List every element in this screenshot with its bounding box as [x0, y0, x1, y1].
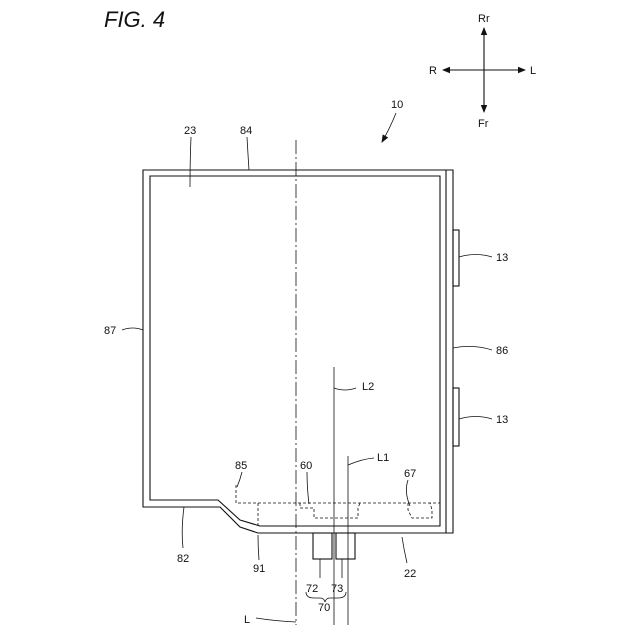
direction-compass: Rr Fr R L: [429, 13, 536, 130]
figure-title: FIG. 4: [104, 7, 165, 32]
bracket-13-upper: [453, 230, 459, 286]
leader-13-lower: [459, 417, 492, 420]
compass-label-r: R: [429, 65, 437, 77]
label-70: 70: [318, 602, 330, 614]
leader-13-upper: [459, 255, 492, 258]
leader-82: [182, 507, 184, 548]
label-86: 86: [496, 345, 508, 357]
label-22: 22: [404, 568, 416, 580]
leader-60: [307, 472, 309, 504]
label-10: 10: [391, 99, 403, 111]
leader-91: [258, 535, 259, 560]
dashed-sensor-67: [408, 503, 432, 518]
label-13-lower: 13: [496, 414, 508, 426]
pipe-72: [313, 533, 332, 559]
label-L2: L2: [362, 381, 374, 393]
compass-label-fr: Fr: [478, 118, 489, 130]
bracket-13-lower: [453, 388, 459, 446]
dashed-pump-60: [300, 503, 360, 518]
leader-87: [122, 328, 143, 330]
label-87: 87: [104, 325, 116, 337]
label-67: 67: [404, 468, 416, 480]
label-L: L: [244, 614, 250, 626]
leader-86: [453, 346, 492, 350]
label-73: 73: [331, 583, 343, 595]
leader-L2: [334, 388, 356, 390]
pipe-73: [336, 533, 355, 559]
arrow-10-icon: [382, 113, 396, 142]
label-91: 91: [253, 563, 265, 575]
tank-outer-wall: [143, 170, 446, 533]
leader-22: [402, 537, 407, 563]
compass-label-rr: Rr: [478, 13, 490, 25]
leader-84: [247, 137, 249, 170]
label-60: 60: [300, 460, 312, 472]
leader-23: [190, 137, 191, 187]
leader-85: [237, 472, 242, 487]
label-82: 82: [177, 553, 189, 565]
tank-inner-wall: [150, 176, 440, 526]
label-23: 23: [184, 125, 196, 137]
leader-67: [406, 480, 410, 506]
leader-L1: [348, 458, 374, 465]
label-85: 85: [235, 460, 247, 472]
compass-label-l: L: [530, 65, 536, 77]
leader-L: [256, 618, 296, 622]
label-84: 84: [240, 125, 252, 137]
side-plate-86: [446, 170, 453, 533]
label-13-upper: 13: [496, 252, 508, 264]
label-72: 72: [306, 583, 318, 595]
label-L1: L1: [377, 452, 389, 464]
